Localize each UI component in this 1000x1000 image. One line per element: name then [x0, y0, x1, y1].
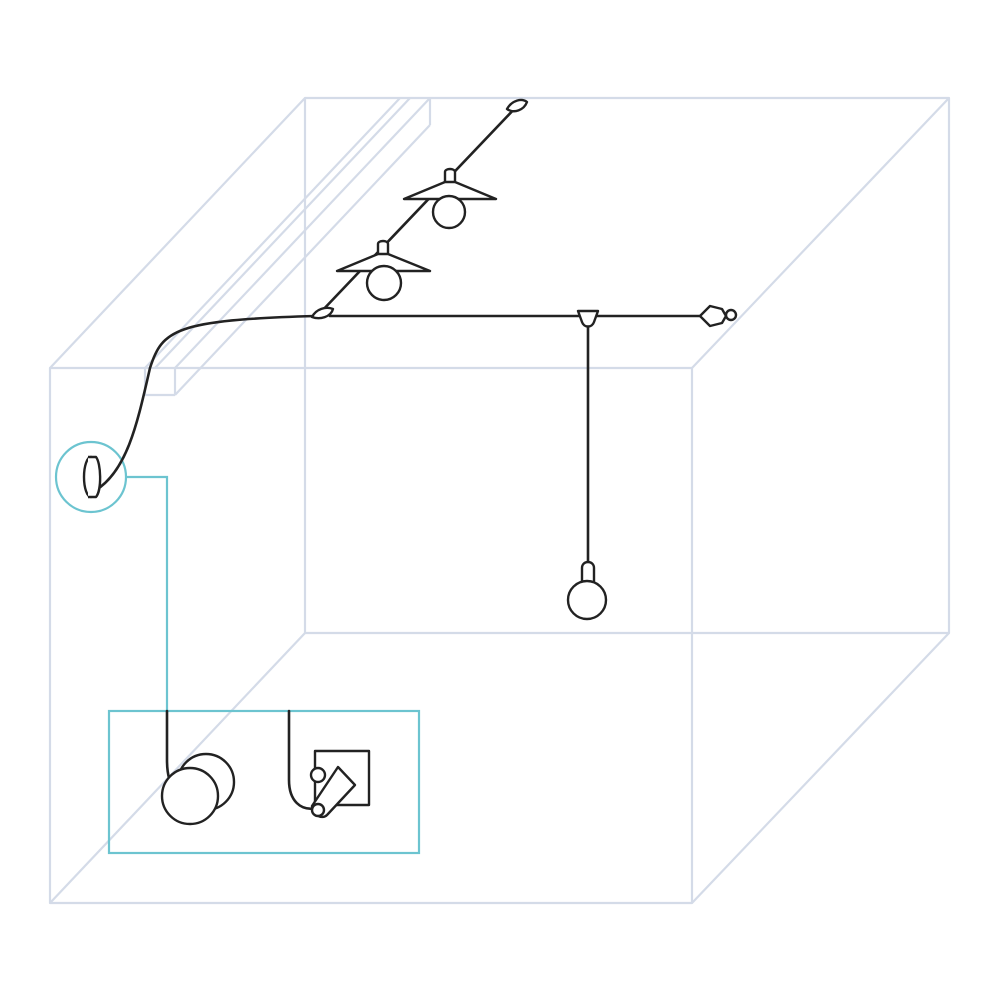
lamp-lower-shade: [335, 252, 432, 273]
wall-detail-highlight: [54, 440, 421, 855]
pendant-lamp-upper: [402, 167, 498, 230]
cable-clamps: [310, 98, 738, 328]
room-front-face: [48, 366, 694, 905]
rail-edge-1: [144, 97, 401, 369]
room-box: [48, 96, 951, 905]
bottom-cable-clamp: [310, 306, 335, 320]
end-cable-clamp: [698, 304, 728, 328]
pendant-lamp-lower: [335, 239, 432, 302]
switch-panel-callout-box: [107, 709, 421, 855]
wiring: [94, 102, 714, 811]
dimmer-knob: [160, 766, 220, 826]
hanging-bulb: [566, 560, 608, 621]
room-edge-bottom-right: [691, 632, 950, 904]
room-edge-bottom-left: [49, 632, 306, 904]
wall-hook-rim: [88, 455, 102, 499]
lamp-upper-bulb: [431, 194, 467, 230]
feed-cable: [94, 314, 317, 492]
lamp-lower-holder: [376, 239, 390, 254]
lamp-upper-shade: [402, 180, 498, 201]
toggle-switch: [309, 749, 371, 819]
wall-hook: [82, 455, 102, 499]
top-cable-clamp: [505, 98, 529, 113]
ceiling-rail: [143, 97, 432, 397]
room-edge-top-left: [49, 97, 306, 369]
rotary-dimmer: [160, 752, 236, 826]
lamp-upper-holder: [443, 167, 457, 182]
rail-edge-8: [154, 97, 411, 369]
t-junction-connector: [576, 309, 600, 328]
room-edge-top-right: [691, 97, 950, 369]
switch-lever-tip: [310, 802, 326, 818]
hanging-bulb-glass: [566, 579, 608, 621]
rail-edge-3: [174, 124, 431, 396]
rail-edge-2: [174, 97, 431, 369]
callout-connector-line: [126, 475, 169, 711]
hanging-bulb-holder: [580, 560, 596, 582]
lamp-lower-bulb: [365, 264, 403, 302]
switch-pivot: [309, 766, 327, 784]
end-clamp-ring: [724, 308, 738, 322]
switch-cable: [287, 709, 320, 811]
room-back-face: [303, 96, 951, 635]
suspension-cable: [318, 102, 521, 315]
